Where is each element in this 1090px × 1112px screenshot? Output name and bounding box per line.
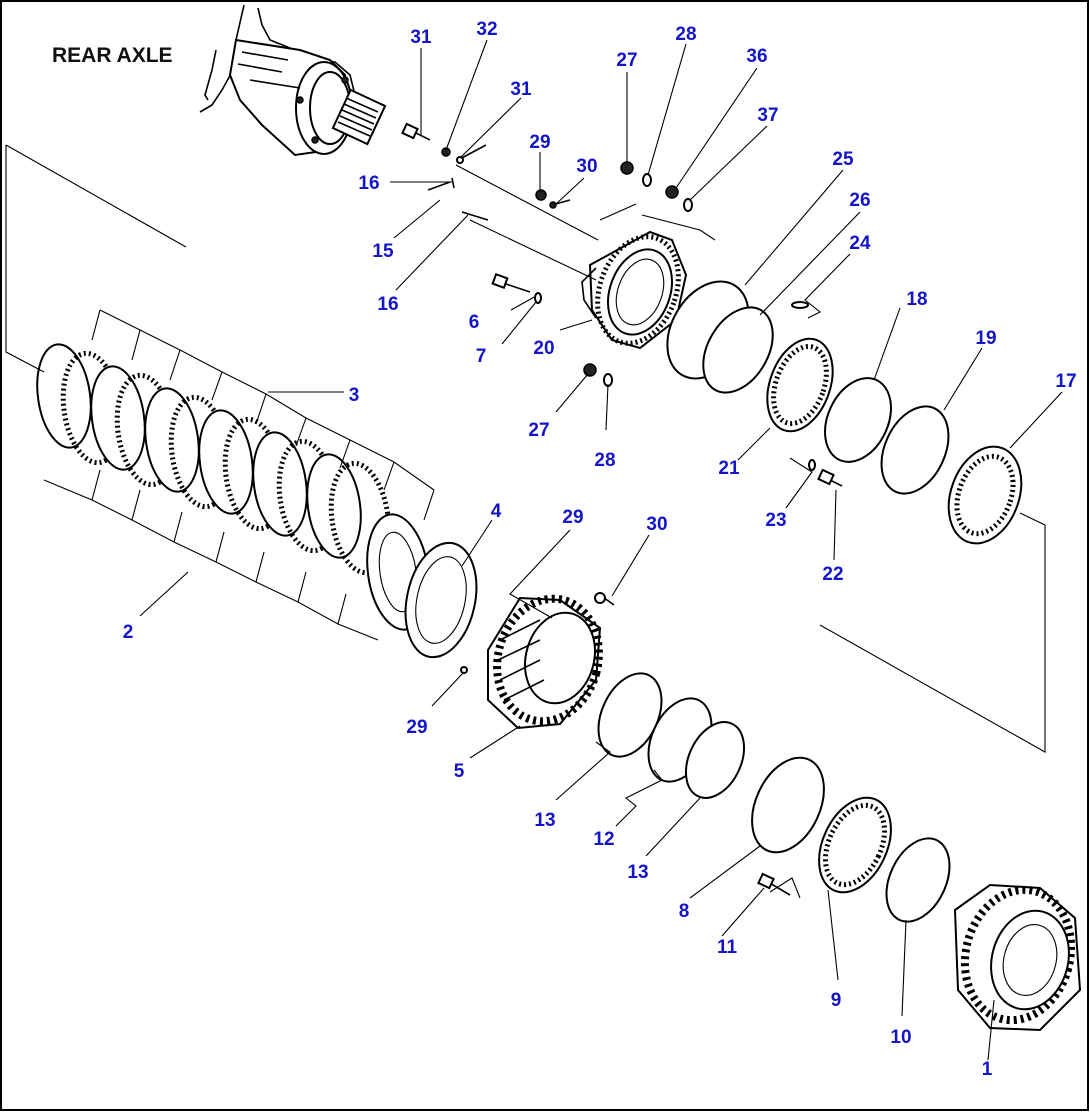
callout-29-top: 29 — [562, 507, 583, 528]
callout-10: 10 — [890, 1027, 911, 1048]
part-13-ring-b — [684, 721, 746, 799]
callout-35: 32 — [476, 19, 497, 40]
callout-25: 25 — [832, 149, 854, 170]
callout-13-right: 13 — [627, 862, 648, 883]
diagram-title: REAR AXLE — [52, 44, 173, 67]
callout-27-top: 27 — [616, 50, 637, 71]
disc-pack — [36, 309, 435, 641]
callout-31: 29 — [529, 132, 550, 153]
callout-36: 36 — [746, 46, 767, 67]
part-4-plate — [404, 541, 478, 659]
callout-17: 17 — [1055, 371, 1076, 392]
small-hardware — [401, 122, 843, 896]
callout-27-mid: 27 — [528, 420, 549, 441]
callout-32: 30 — [576, 156, 597, 177]
part-8-ring — [751, 756, 825, 854]
callout-7: 7 — [476, 346, 487, 367]
callout-12: 12 — [593, 829, 614, 850]
callout-4: 4 — [491, 501, 502, 522]
callout-15: 16 — [377, 294, 398, 315]
callout-16: 16 — [358, 173, 379, 194]
part-10-ring — [885, 837, 951, 923]
callout-24: 24 — [849, 233, 871, 254]
callout-13-left: 13 — [534, 810, 555, 831]
callout-28-mid: 28 — [594, 450, 615, 471]
callout-34: 31 — [410, 27, 432, 48]
callout-2: 2 — [123, 622, 134, 643]
callout-28-top: 28 — [675, 24, 696, 45]
callout-8: 8 — [679, 901, 690, 922]
callout-20: 20 — [533, 338, 554, 359]
callout-33: 31 — [510, 79, 532, 100]
callout-6: 6 — [469, 312, 480, 333]
callout-11: 11 — [717, 937, 738, 958]
rear-axle-housing — [199, 4, 387, 157]
callout-3: 3 — [349, 385, 360, 406]
callout-29-bottom: 29 — [406, 717, 427, 738]
part-26-ring — [702, 306, 774, 394]
part-17-plate — [947, 445, 1023, 545]
callouts: 31 32 31 16 15 16 29 30 27 28 36 37 25 2… — [123, 19, 1077, 1080]
part-1-carrier — [953, 883, 1082, 1032]
assembly-lines — [5, 144, 1046, 753]
part-18-ring — [824, 377, 892, 463]
callout-9: 9 — [831, 990, 842, 1011]
callout-22: 22 — [822, 564, 843, 585]
part-19-ring — [880, 405, 950, 495]
part-5-hub — [487, 594, 603, 730]
callout-26: 26 — [849, 190, 870, 211]
callout-1: 1 — [982, 1059, 993, 1080]
callout-37: 37 — [757, 105, 778, 126]
callout-23: 23 — [765, 510, 786, 531]
callout-30: 30 — [646, 514, 667, 535]
callout-5: 5 — [454, 761, 465, 782]
leader-lines — [139, 39, 1063, 1061]
callout-21: 21 — [718, 458, 740, 479]
callout-14: 15 — [372, 241, 394, 262]
callout-18: 18 — [906, 289, 927, 310]
callout-19: 19 — [975, 328, 996, 349]
